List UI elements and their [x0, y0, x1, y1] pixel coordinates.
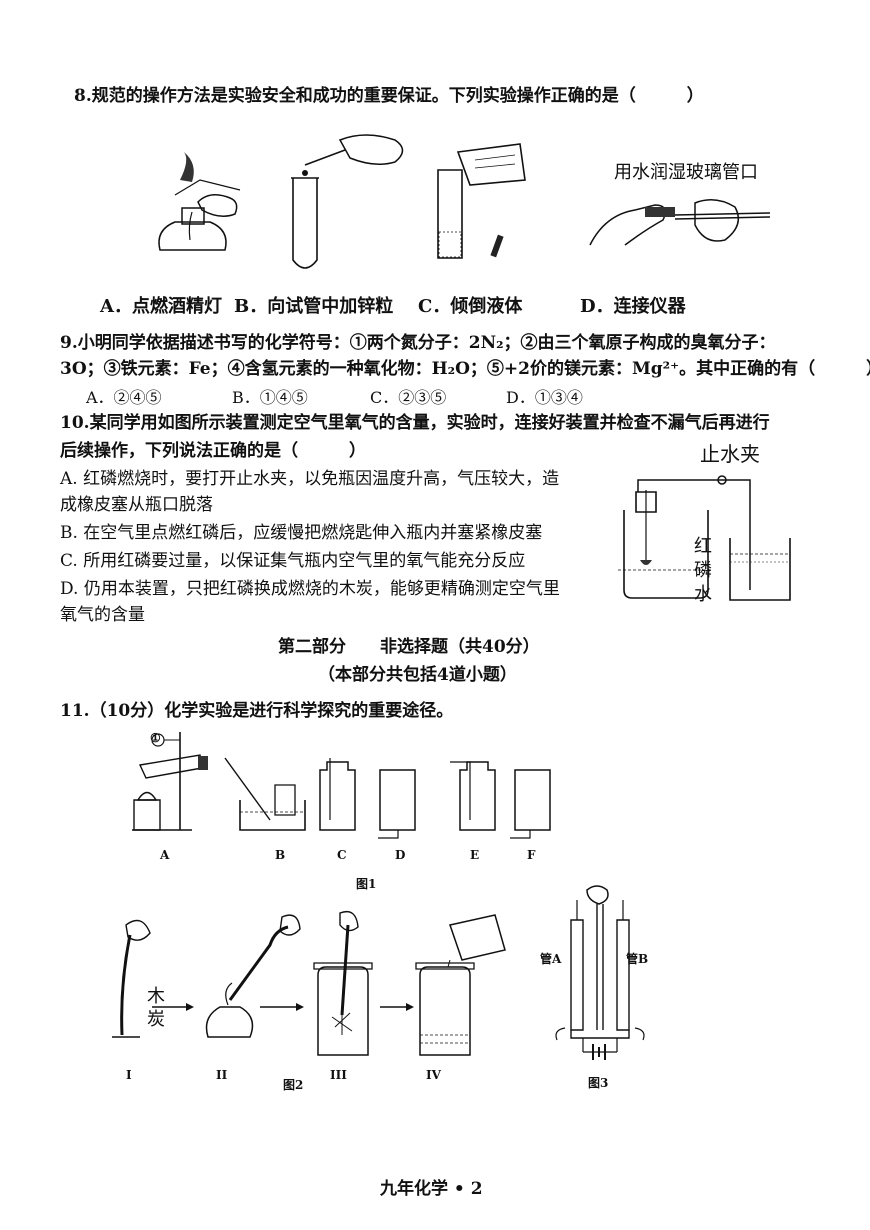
fig2-step-3: III — [330, 1068, 347, 1082]
fig1-label-c: C — [337, 848, 347, 862]
fig2-step-4: IV — [426, 1068, 441, 1082]
fig1-label-e: E — [470, 848, 480, 862]
q11-figure2 — [110, 905, 530, 1065]
fig2-caption: 图2 — [283, 1078, 304, 1092]
q11-figure1 — [130, 730, 570, 840]
q10-option-b: B. 在空气里点燃红磷后，应缓慢把燃烧匙伸入瓶内并塞紧橡皮塞 — [60, 523, 543, 543]
q8-stem: 8.规范的操作方法是实验安全和成功的重要保证。下列实验操作正确的是（ ） — [74, 86, 704, 106]
part2-title: 第二部分 非选择题（共40分） — [278, 637, 540, 657]
q10-option-a-line1: A. 红磷燃烧时，要打开止水夹，以免瓶因温度升高，气压较大，造 — [60, 469, 560, 489]
fig1-marker: ① — [150, 731, 161, 745]
page-footer: 九年化学 • 2 — [380, 1179, 483, 1199]
q8-option-d: D．连接仪器 — [580, 296, 686, 317]
q10-apparatus — [610, 450, 800, 610]
fig2-step-2: II — [216, 1068, 228, 1082]
q10-option-a-line2: 成橡皮塞从瓶口脱落 — [60, 495, 213, 515]
q10-stem-line2: 后续操作，下列说法正确的是（ ） — [60, 441, 366, 461]
q10-option-c: C. 所用红磷要过量，以保证集气瓶内空气里的氧气能充分反应 — [60, 551, 526, 571]
fig1-label-a: A — [160, 848, 170, 862]
q10-option-d-line2: 氧气的含量 — [60, 605, 145, 625]
q10-red-label: 红 — [694, 536, 712, 557]
q8-option-a: A．点燃酒精灯 — [100, 296, 222, 317]
fig1-label-d: D — [395, 848, 406, 862]
q9-line2: 3O；③铁元素：Fe；④含氢元素的一种氧化物：H₂O；⑤+2价的镁元素：Mg²⁺… — [60, 359, 870, 379]
q8-figure-a — [140, 152, 260, 270]
q11-figure3 — [555, 880, 655, 1065]
q10-option-d-line1: D. 仍用本装置，只把红磷换成燃烧的木炭，能够更精确测定空气里 — [60, 579, 560, 599]
q10-water-label: 水 — [694, 584, 712, 605]
q11-stem: 11.（10分）化学实验是进行科学探究的重要途径。 — [60, 701, 454, 721]
fig2-charcoal-1: 木 — [147, 986, 165, 1007]
q9-option-c: C．②③⑤ — [370, 388, 447, 407]
fig1-label-f: F — [527, 848, 536, 862]
fig3-tube-b: 管B — [626, 952, 649, 966]
q9-option-a: A．②④⑤ — [86, 388, 162, 407]
fig3-tube-a: 管A — [540, 952, 562, 966]
fig3-caption: 图3 — [588, 1076, 609, 1090]
q8-d-label: 用水润湿玻璃管口 — [614, 162, 758, 183]
fig2-charcoal-2: 炭 — [147, 1009, 165, 1030]
q8-figure-c — [430, 140, 540, 265]
fig1-caption: 图1 — [356, 877, 377, 891]
q9-line1: 9.小明同学依据描述书写的化学符号：①两个氮分子：2N₂；②由三个氧原子构成的臭… — [60, 333, 776, 353]
q10-stem-line1: 10.某同学用如图所示装置测定空气里氧气的含量，实验时，连接好装置并检查不漏气后… — [60, 413, 770, 433]
q9-option-b: B．①④⑤ — [232, 388, 308, 407]
fig2-step-1: I — [126, 1068, 132, 1082]
part2-subtitle: （本部分共包括4道小题） — [318, 665, 517, 685]
q8-figure-d — [585, 185, 785, 260]
q10-phosphorus-label: 磷 — [694, 560, 712, 581]
q9-option-d: D．①③④ — [506, 388, 583, 407]
fig1-label-b: B — [275, 848, 286, 862]
q8-option-c: C．倾倒液体 — [418, 296, 523, 317]
q10-clamp-label: 止水夹 — [700, 442, 760, 466]
q8-figure-b — [285, 120, 415, 280]
q8-option-b: B．向试管中加锌粒 — [234, 296, 394, 317]
